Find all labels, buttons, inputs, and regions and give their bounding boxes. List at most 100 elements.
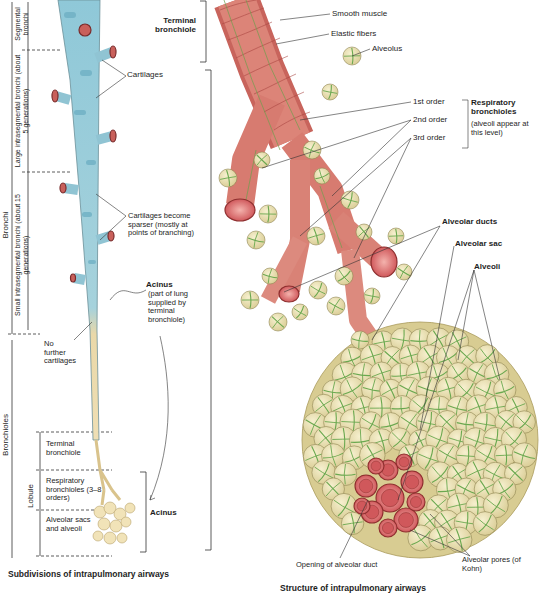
bronchi-bracket: [12, 2, 13, 334]
alveolus-globe: [254, 152, 270, 168]
part-label: (part of lung supplied by terminal bronc…: [148, 290, 204, 325]
cut-alveolus: [379, 519, 397, 537]
alveolus-globe: [388, 228, 404, 244]
cut-branch-end: [110, 46, 116, 58]
cut-alveolus: [407, 493, 425, 511]
cut-branch-end: [279, 286, 299, 302]
cut-branch-end: [52, 90, 58, 102]
alveolus-wall: [407, 493, 425, 511]
part-label: Alveolus: [372, 44, 432, 53]
alveolus-wall: [309, 281, 327, 299]
capillary-fiber: [507, 404, 525, 412]
capillary-fiber: [474, 364, 483, 382]
bracket-divider: [8, 334, 40, 335]
cut-bronchiole-ends: [225, 199, 397, 302]
alveolus-globe: [259, 205, 277, 223]
alveolus-globe: [327, 297, 345, 315]
cut-branch-end: [371, 247, 397, 277]
heading-label: Acinus: [150, 508, 200, 517]
capillary-fiber: [414, 529, 428, 548]
alveolus-globe: [322, 84, 338, 100]
capillary-fiber: [428, 435, 450, 443]
alveolus-wall: [254, 152, 270, 168]
sub-bracket: [28, 2, 29, 330]
alveolus-globe: [269, 313, 287, 331]
part-label: Terminal bronchiole: [46, 440, 101, 457]
cut-branch-end: [79, 24, 91, 36]
cut-branch-end: [225, 199, 255, 221]
capillary-fiber: [521, 445, 528, 466]
capillary-fiber: [475, 422, 496, 426]
capillary-fiber: [318, 397, 330, 414]
alveolus-globe: [314, 168, 330, 184]
capillary-fiber: [439, 352, 458, 362]
capillary-fiber: [480, 349, 495, 363]
capillary-fiber: [257, 155, 267, 165]
elastic-fibers: [224, 0, 342, 248]
bronchus-trunk: [58, 0, 100, 440]
elastic-fiber: [246, 0, 300, 130]
alveolus-wall: [394, 508, 418, 532]
capillary-fiber: [448, 405, 469, 410]
part-label: Opening of alveolar duct: [296, 561, 416, 570]
leader-line: [340, 500, 368, 558]
capillary-fiber: [460, 350, 475, 364]
right-leaders: [262, 14, 500, 558]
alveolus-lumen: [399, 457, 409, 467]
capillary-fiber: [372, 379, 376, 400]
leader-line: [474, 270, 500, 380]
capillary-fiber: [486, 499, 505, 512]
lobule-bracket: [40, 432, 41, 556]
heading-label: Respiratory bronchioles: [471, 98, 537, 116]
part-label: Cartilages: [127, 70, 187, 79]
capillary-fiber: [315, 467, 333, 478]
respiratory-bronchioles: [96, 440, 120, 505]
capillary-fiber: [315, 400, 332, 412]
part-label: 3rd order: [413, 133, 463, 142]
heading-label: Terminal bronchiole: [140, 16, 196, 34]
capillary-fiber: [411, 531, 430, 545]
capillary-fiber: [352, 339, 368, 342]
capillary-fiber: [372, 370, 391, 377]
leader-line: [100, 216, 126, 240]
leader-line: [300, 138, 411, 236]
capillary-fiber: [332, 299, 340, 313]
leader-line: [458, 270, 474, 360]
alveolus-wall: [396, 454, 412, 470]
lobule-alveolus: [125, 503, 135, 513]
part-label: Respiratory bronchioles (3–8 orders): [46, 477, 104, 503]
capillary-fiber: [385, 351, 400, 364]
capillary-fiber: [268, 269, 271, 283]
capillary-fiber: [326, 482, 340, 496]
cut-branch-end: [108, 231, 114, 241]
alveolus-wall: [314, 168, 330, 184]
capillary-fiber: [323, 91, 337, 94]
capillary-fiber: [309, 142, 315, 157]
lobule-alveolus: [110, 520, 122, 532]
part-label: Segmental bronchi: [14, 0, 30, 48]
capillary-fiber: [263, 274, 277, 277]
cut-alveolus: [355, 475, 377, 497]
cut-branch-end: [71, 274, 76, 282]
leader-line: [284, 226, 440, 292]
alveolus-globe: [262, 268, 278, 284]
part-label: 1st order: [413, 97, 463, 106]
heading-label: Alveolar sac: [455, 239, 535, 248]
lobule-alveolus: [104, 532, 116, 544]
capillary-fiber: [477, 450, 496, 461]
capillary-fiber: [489, 496, 502, 515]
alveolus-globe: [292, 304, 308, 320]
capillary-fiber: [331, 445, 336, 466]
capillary-fiber: [242, 299, 258, 300]
capillary-fiber: [389, 235, 403, 237]
terminal-bronchiole-brace: [200, 1, 206, 62]
capillary-fiber: [359, 332, 362, 348]
leader-line: [372, 226, 440, 340]
part-label: Small intrasegmental bronchi (about 15 g…: [14, 180, 30, 330]
capillary-fiber: [343, 522, 363, 525]
muscle-band: [236, 38, 280, 58]
part-label: Bronchioles: [1, 370, 10, 500]
capillary-fiber: [359, 226, 368, 237]
leader-line: [410, 530, 470, 556]
